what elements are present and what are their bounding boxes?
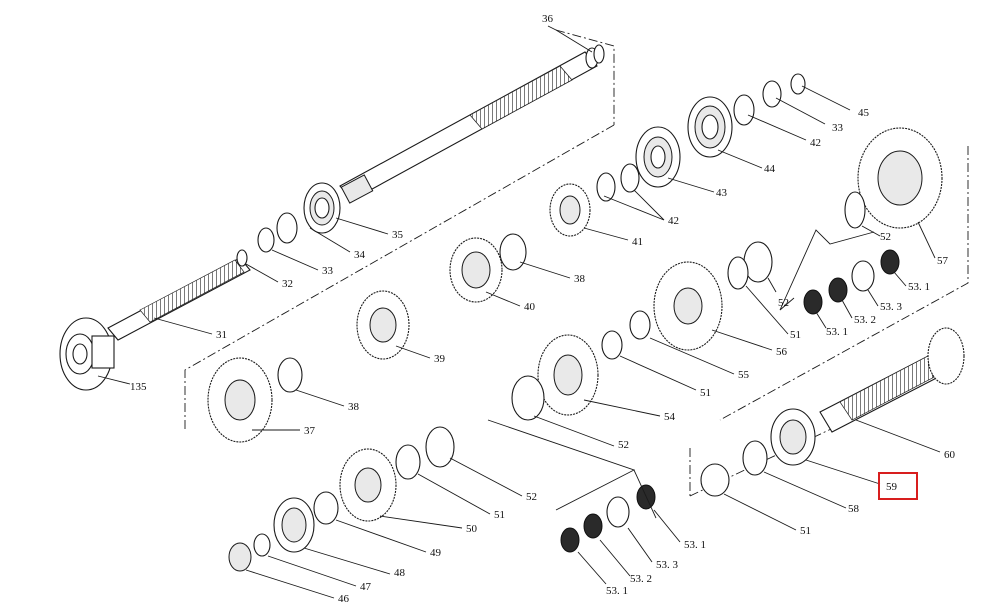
callout-43: 43: [716, 187, 728, 199]
callout-41: 41: [632, 236, 643, 248]
callout-34: 34: [354, 249, 366, 261]
callout-53-3a: 53. 3: [880, 301, 903, 313]
upper-bearings: [549, 73, 806, 237]
highlight-box-59: [878, 472, 918, 500]
callout-46: 46: [338, 593, 350, 605]
callout-39: 39: [434, 353, 446, 365]
circlips-32-33: [236, 212, 298, 267]
right-gears: [511, 127, 943, 421]
callout-59: 59: [886, 481, 898, 493]
callout-53-1a: 53. 1: [908, 281, 930, 293]
callout-31: 31: [216, 329, 227, 341]
callout-52a: 52: [880, 231, 891, 243]
callout-36: 36: [542, 13, 554, 25]
lower-stack: [228, 426, 455, 572]
callout-47: 47: [360, 581, 372, 593]
callout-50: 50: [466, 523, 478, 535]
callout-52d: 52: [526, 491, 537, 503]
synchro-rings: [560, 249, 900, 553]
callout-135: 135: [130, 381, 147, 393]
output-shaft: [700, 327, 965, 497]
callout-45: 45: [858, 107, 870, 119]
callout-33: 33: [832, 122, 844, 134]
bearing-34: [303, 182, 341, 234]
callout-52c: 52: [618, 439, 629, 451]
leader-lines: [97, 25, 941, 599]
callout-56: 56: [776, 346, 788, 358]
callout-60: 60: [944, 449, 956, 461]
callout-53-2a: 53. 2: [854, 314, 876, 326]
main-shaft: [107, 44, 605, 341]
callout-49: 49: [430, 547, 442, 559]
callout-40: 40: [524, 301, 536, 313]
callout-52b: 52: [778, 297, 789, 309]
callout-55: 55: [738, 369, 750, 381]
callout-57: 57: [937, 255, 949, 267]
callout-42: 42: [810, 137, 821, 149]
callout-58: 58: [848, 503, 860, 515]
callout-labels: 36 45 33 42 44 43 42 41 35 34 33 32 31 1…: [130, 13, 956, 605]
callout-35: 35: [392, 229, 404, 241]
callout-54: 54: [664, 411, 676, 423]
callout-51d: 51: [494, 509, 505, 521]
callout-32: 32: [282, 278, 293, 290]
callout-51c: 51: [800, 525, 811, 537]
callout-48: 48: [394, 567, 406, 579]
countershaft-gears: [207, 233, 527, 443]
callout-38b: 38: [348, 401, 360, 413]
callout-53-1d: 53. 1: [606, 585, 628, 597]
callout-37: 37: [304, 425, 316, 437]
callout-42b: 42: [668, 215, 679, 227]
callout-53-2b: 53. 2: [630, 573, 652, 585]
callout-53-1b: 53. 1: [826, 326, 848, 338]
callout-51a: 51: [790, 329, 801, 341]
callout-44: 44: [764, 163, 776, 175]
callout-38: 38: [574, 273, 586, 285]
callout-51b: 51: [700, 387, 711, 399]
callout-53-3b: 53. 3: [656, 559, 679, 571]
callout-53-1c: 53. 1: [684, 539, 706, 551]
flange-135: [59, 317, 115, 391]
callout-33b: 33: [322, 265, 334, 277]
